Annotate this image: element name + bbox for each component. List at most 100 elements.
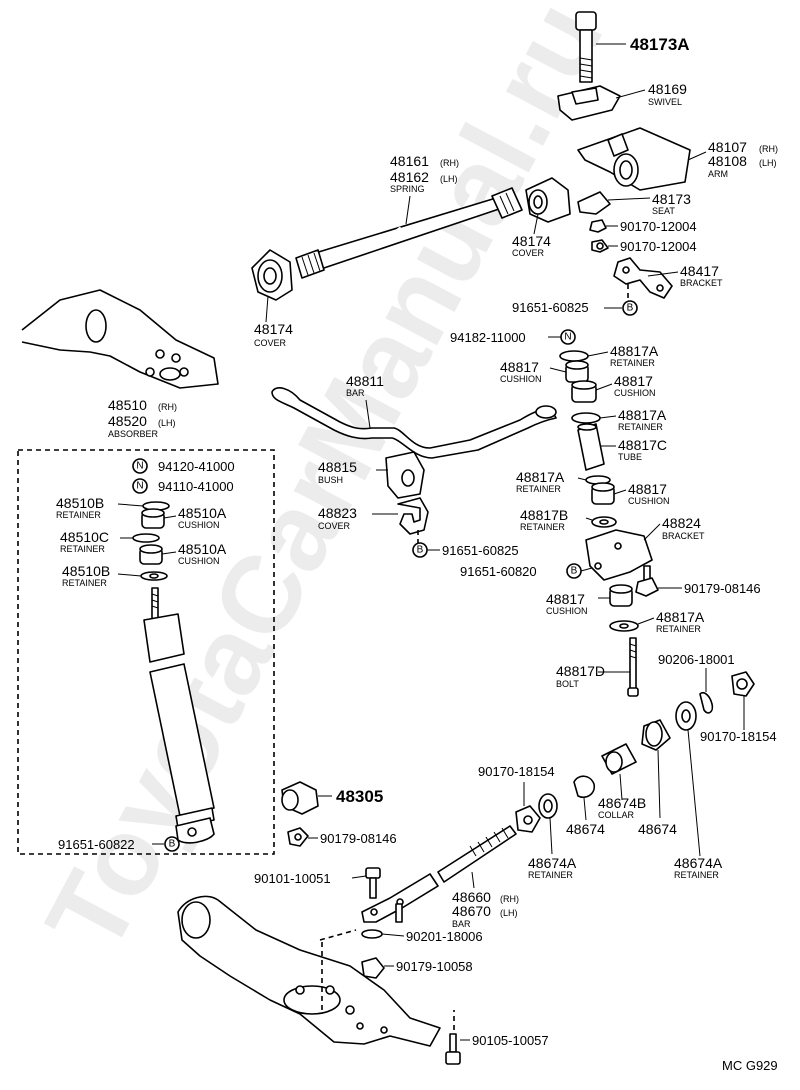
retainer-48817A-1 xyxy=(559,350,589,362)
label-48660: 48660 xyxy=(452,889,491,905)
retainer-48674A-2 xyxy=(675,701,697,731)
label-48510-side: (RH) xyxy=(158,402,177,412)
label-48824-name: BRACKET xyxy=(662,531,705,541)
arm-48107 xyxy=(577,127,691,191)
label-90170-18154-b: 90170-18154 xyxy=(700,729,777,744)
cushion-48510A-1 xyxy=(141,508,165,529)
label-48817D: 48817D xyxy=(556,663,605,679)
lower-control-arm xyxy=(177,895,441,1047)
label-48173: 48173 xyxy=(652,191,691,207)
label-48823: 48823 xyxy=(318,505,357,521)
label-48824: 48824 xyxy=(662,515,701,531)
label-48174-b-name: COVER xyxy=(254,338,287,348)
torsion-bar-spring xyxy=(295,187,523,279)
label-48817-1-name: CUSHION xyxy=(500,374,542,384)
bolt-symbol-b-d xyxy=(164,836,180,852)
stabilizer-bar-48811 xyxy=(271,387,557,459)
washer-90206-18001 xyxy=(699,691,714,714)
label-48660-side: (RH) xyxy=(500,894,519,904)
label-48815-name: BUSH xyxy=(318,475,343,485)
label-48674-1: 48674 xyxy=(566,821,605,837)
label-48161-name: SPRING xyxy=(390,184,425,194)
label-48670: 48670 xyxy=(452,903,491,919)
symbol-n-94110: N xyxy=(136,481,143,492)
retainer-48817A-4 xyxy=(609,620,639,632)
bracket-48824 xyxy=(585,529,653,581)
label-48169-name: SWIVEL xyxy=(648,97,682,107)
label-48817A-2-name: RETAINER xyxy=(618,422,663,432)
label-48174-b: 48174 xyxy=(254,321,293,337)
bolt-90101-10051 xyxy=(365,867,381,899)
cushion-48817-2 xyxy=(571,380,597,403)
label-48417-name: BRACKET xyxy=(680,278,723,288)
label-48670-side: (LH) xyxy=(500,908,518,918)
washer-90201-18006 xyxy=(361,929,383,939)
label-48817A-1-name: RETAINER xyxy=(610,358,655,368)
nut-90170-12004-a xyxy=(589,219,607,233)
shock-absorber-body xyxy=(143,587,215,844)
symbol-b-c: B xyxy=(571,566,578,577)
nut-94182-11000: N xyxy=(560,329,576,345)
cushion-48817-3 xyxy=(591,482,615,505)
label-48510A-2-name: CUSHION xyxy=(178,556,220,566)
label-48305: 48305 xyxy=(336,787,383,806)
label-48510A-1: 48510A xyxy=(178,505,227,521)
label-91651-60825-b: 91651-60825 xyxy=(442,543,519,558)
cover-48174-a xyxy=(525,177,571,223)
label-48510B-1: 48510B xyxy=(56,495,104,511)
label-48817A-1: 48817A xyxy=(610,343,659,359)
label-48817A-3-name: RETAINER xyxy=(516,484,561,494)
label-94120: 94120-41000 xyxy=(158,459,235,474)
nut-90170-18154-a xyxy=(515,805,541,833)
label-90170-12004-b: 90170-12004 xyxy=(620,239,697,254)
nut-90170-18154-b xyxy=(731,671,755,697)
label-48811-name: BAR xyxy=(346,388,365,398)
label-48811: 48811 xyxy=(346,373,384,389)
label-48817B-name: RETAINER xyxy=(520,522,565,532)
label-48107: 48107 xyxy=(708,139,747,155)
label-94182: 94182-11000 xyxy=(450,330,526,345)
cover-48174-b xyxy=(251,249,293,301)
retainer-48674A-1 xyxy=(538,793,558,819)
bolt-48817D xyxy=(627,637,639,697)
nut-90170-12004-b xyxy=(591,239,609,253)
label-90179-08146-a: 90179-08146 xyxy=(684,581,761,596)
bolt-48173A xyxy=(575,11,597,83)
label-48174-a-name: COVER xyxy=(512,248,545,258)
label-94110: 94110-41000 xyxy=(158,479,234,494)
retainer-48817A-2 xyxy=(571,412,601,424)
label-48510A-2: 48510A xyxy=(178,541,227,557)
label-48817-2-name: CUSHION xyxy=(614,388,656,398)
label-48173A: 48173A xyxy=(630,35,690,54)
label-48674A-1-name: RETAINER xyxy=(528,870,573,880)
label-48674A-2: 48674A xyxy=(674,855,723,871)
nut-symbol-94120 xyxy=(132,458,148,474)
label-48107-name: ARM xyxy=(708,169,728,179)
label-48161-side: (RH) xyxy=(440,158,459,168)
label-90170-12004-a: 90170-12004 xyxy=(620,219,697,234)
bolt-90179-08146-a xyxy=(635,565,659,597)
label-48817B: 48817B xyxy=(520,507,568,523)
label-90105-10057: 90105-10057 xyxy=(472,1033,549,1048)
label-48520-side: (LH) xyxy=(158,418,176,428)
label-48817A-3: 48817A xyxy=(516,469,565,485)
bush-48815 xyxy=(385,451,425,499)
label-48674A-1: 48674A xyxy=(528,855,577,871)
label-48817C: 48817C xyxy=(618,437,667,453)
label-48817C-name: TUBE xyxy=(618,452,642,462)
label-48674-2: 48674 xyxy=(638,821,677,837)
label-48674A-2-name: RETAINER xyxy=(674,870,719,880)
label-48108: 48108 xyxy=(708,153,747,169)
label-48162: 48162 xyxy=(390,169,429,185)
label-48817-3: 48817 xyxy=(628,481,667,497)
frame-bracket-plate xyxy=(21,289,219,389)
absorber-group-box xyxy=(17,449,275,855)
svg-text:N: N xyxy=(564,332,571,343)
cushion-48510A-2 xyxy=(139,544,163,565)
label-90101-10051: 90101-10051 xyxy=(254,871,331,886)
symbol-n-94120: N xyxy=(136,461,143,472)
label-48817-4: 48817 xyxy=(546,591,585,607)
label-48510B-2: 48510B xyxy=(62,563,110,579)
bolt-under-bar xyxy=(395,903,403,923)
